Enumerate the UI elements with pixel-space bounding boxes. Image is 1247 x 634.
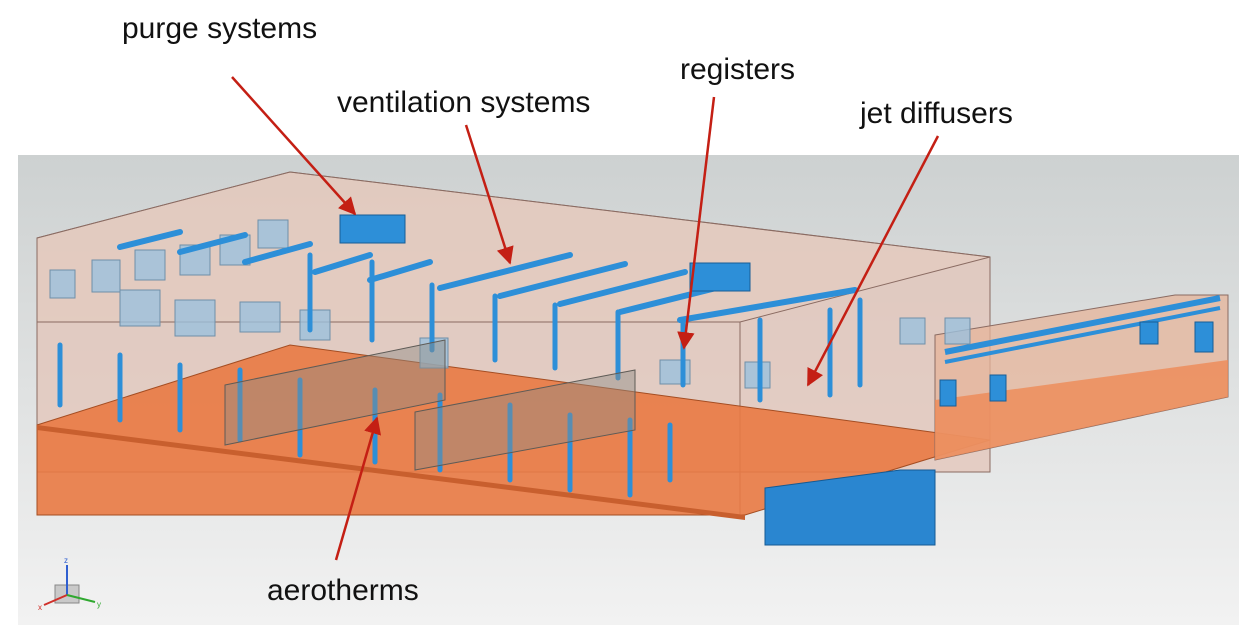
label-ventilation-systems: ventilation systems: [337, 86, 591, 119]
annotation-arrows: [231, 76, 940, 561]
floor-front: [37, 425, 745, 520]
annex-floor: [935, 360, 1228, 460]
annex-duct-a: [944, 295, 1221, 355]
arrow-purge: [231, 76, 357, 216]
axis-z-label: z: [64, 556, 68, 565]
ducts: [57, 229, 863, 498]
arrow-jet: [806, 135, 940, 387]
annex-duct-b: [944, 306, 1221, 364]
label-purge-systems: purge systems: [122, 12, 318, 45]
equipment-boxes: [339, 214, 1214, 407]
label-registers: registers: [680, 53, 796, 86]
axis-x-label: x: [38, 603, 42, 612]
axis-triad: z x y: [38, 556, 101, 612]
label-jet-diffusers: jet diffusers: [860, 97, 1013, 130]
arrow-ventilation: [464, 124, 514, 265]
arrow-aerotherms: [334, 416, 382, 561]
partitions: [224, 339, 636, 471]
foundation-block: [764, 469, 936, 546]
arrow-registers: [677, 96, 716, 350]
axis-y-label: y: [97, 600, 101, 609]
label-aerotherms: aerotherms: [267, 574, 419, 607]
